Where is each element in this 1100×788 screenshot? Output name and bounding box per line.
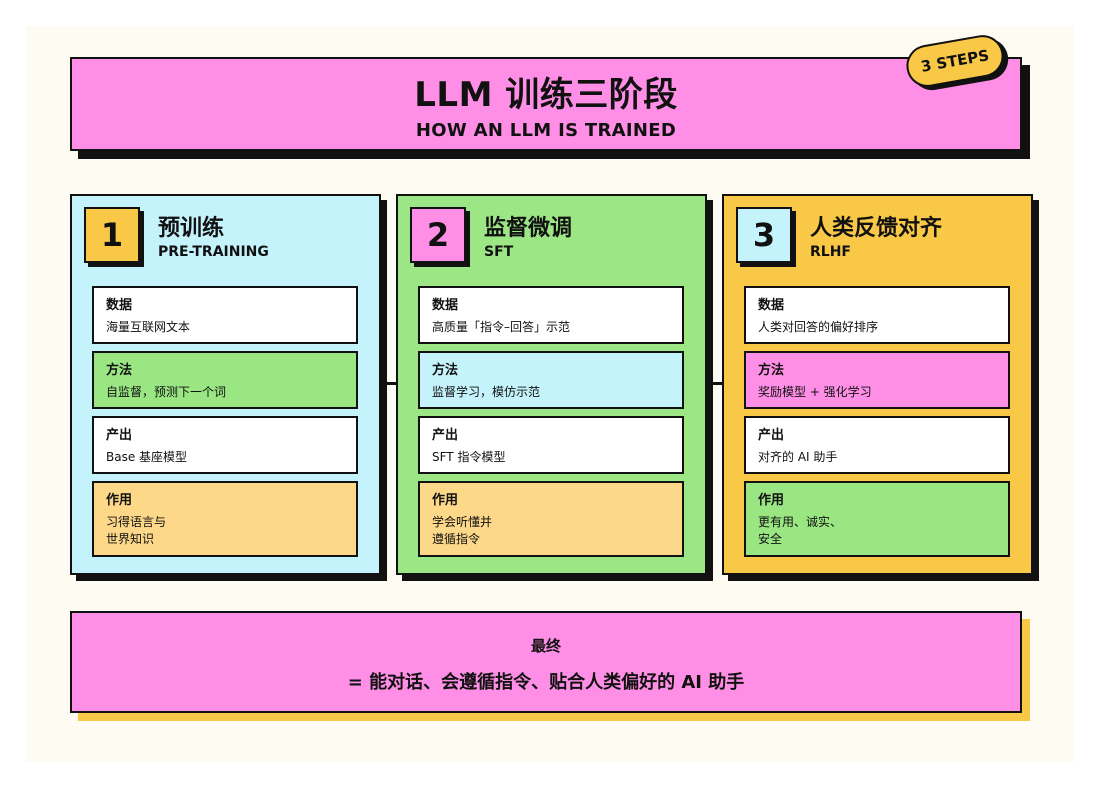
stage-item-method: 方法 自监督，预测下一个词 [92,351,358,409]
stage-item-method: 方法 奖励模型 + 强化学习 [744,351,1010,409]
stage-item-output: 产出 对齐的 AI 助手 [744,416,1010,474]
item-value: 高质量「指令–回答」示范 [432,320,571,334]
stage-item-data: 数据 人类对回答的偏好排序 [744,286,1010,344]
summary-text: = 能对话、会遵循指令、贴合人类偏好的 AI 助手 [347,672,745,693]
stage-item-data: 数据 海量互联网文本 [92,286,358,344]
item-value: 奖励模型 + 强化学习 [758,385,872,399]
page-title: LLM 训练三阶段 [414,75,678,115]
stage-subtitle: RLHF [810,244,851,260]
connector-1-2 [380,382,396,385]
stage-title: 人类反馈对齐 [810,216,943,241]
item-label: 数据 [432,298,459,313]
stage-item-output: 产出 SFT 指令模型 [418,416,684,474]
item-label: 产出 [432,428,459,443]
item-value: 人类对回答的偏好排序 [758,320,879,334]
stage-item-purpose: 作用 更有用、诚实、 安全 [744,481,1010,557]
item-label: 产出 [106,428,133,443]
item-label: 方法 [432,363,459,378]
item-value: SFT 指令模型 [432,450,506,464]
item-label: 作用 [758,493,785,508]
stage-number-badge: 1 [84,207,140,263]
stage-card-pretraining: 1 预训练 PRE-TRAINING 数据 海量互联网文本 方法 自监督，预测下… [70,194,381,575]
summary-banner: 最终 = 能对话、会遵循指令、贴合人类偏好的 AI 助手 [70,611,1022,713]
item-label: 方法 [106,363,133,378]
header-banner: LLM 训练三阶段 HOW AN LLM IS TRAINED [70,57,1022,151]
item-label: 数据 [758,298,785,313]
item-value: 海量互联网文本 [106,320,191,334]
stage-item-data: 数据 高质量「指令–回答」示范 [418,286,684,344]
stage-title: 监督微调 [484,216,573,241]
stage-card-sft: 2 监督微调 SFT 数据 高质量「指令–回答」示范 方法 监督学习，模仿示范 … [396,194,707,575]
stage-card-rlhf: 3 人类反馈对齐 RLHF 数据 人类对回答的偏好排序 方法 奖励模型 + 强化… [722,194,1033,575]
item-value: 自监督，预测下一个词 [106,385,227,399]
item-value: 监督学习，模仿示范 [432,385,541,399]
item-value: Base 基座模型 [106,450,188,464]
stage-number-badge: 3 [736,207,792,263]
stage-item-output: 产出 Base 基座模型 [92,416,358,474]
stage-subtitle: SFT [484,244,514,260]
item-value: 学会听懂并 遵循指令 [432,515,493,546]
stage-item-purpose: 作用 学会听懂并 遵循指令 [418,481,684,557]
page-subtitle: HOW AN LLM IS TRAINED [415,120,677,141]
item-label: 方法 [758,363,785,378]
item-value: 习得语言与 世界知识 [106,515,167,546]
item-label: 作用 [106,493,133,508]
item-label: 数据 [106,298,133,313]
item-value: 更有用、诚实、 安全 [758,515,843,546]
stage-item-method: 方法 监督学习，模仿示范 [418,351,684,409]
item-label: 产出 [758,428,785,443]
stage-subtitle: PRE-TRAINING [158,244,269,260]
stage-item-purpose: 作用 习得语言与 世界知识 [92,481,358,557]
summary-label: 最终 [530,637,561,655]
item-value: 对齐的 AI 助手 [758,450,838,464]
stage-number-badge: 2 [410,207,466,263]
stage-title: 预训练 [158,216,225,241]
item-label: 作用 [432,493,459,508]
connector-2-3 [706,382,722,385]
